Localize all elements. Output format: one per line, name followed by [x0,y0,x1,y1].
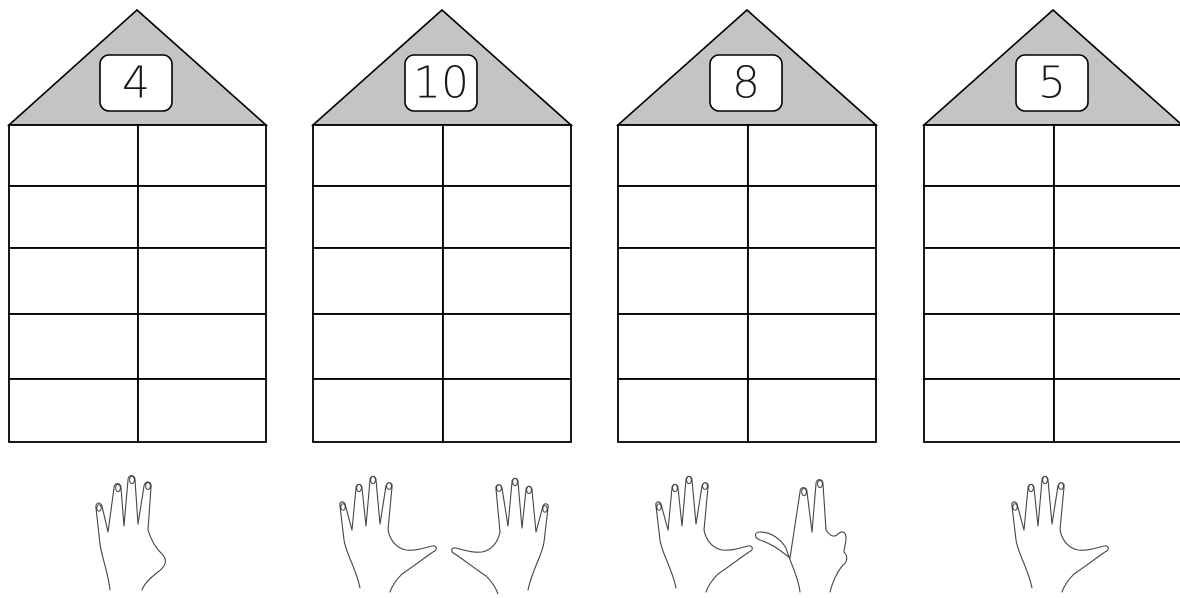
answer-cell[interactable] [748,248,876,314]
right-hand-icon [452,478,548,594]
answer-cell[interactable] [9,125,138,186]
answer-cell[interactable] [924,379,1054,442]
answer-cell[interactable] [313,248,443,314]
hands-5-fingers [1012,476,1108,592]
answer-cell[interactable] [138,379,266,442]
answer-cell[interactable] [1054,186,1180,248]
left-hand-icon [1012,476,1108,592]
hands-10-fingers [340,476,548,594]
answer-cell[interactable] [313,125,443,186]
house-grid [313,125,571,442]
answer-cell[interactable] [1054,314,1180,379]
hands-4-fingers [96,476,166,591]
answer-cell[interactable] [443,248,571,314]
answer-cell[interactable] [748,314,876,379]
answer-cell[interactable] [748,186,876,248]
number-house-8: 8 [618,10,876,592]
answer-cell[interactable] [618,314,748,379]
answer-cell[interactable] [618,248,748,314]
number-house-5: 5 [924,10,1180,592]
house-grid [9,125,266,442]
answer-cell[interactable] [748,379,876,442]
answer-cell[interactable] [9,314,138,379]
answer-cell[interactable] [924,125,1054,186]
answer-cell[interactable] [313,379,443,442]
house-number: 10 [413,58,469,109]
answer-cell[interactable] [138,314,266,379]
answer-cell[interactable] [924,314,1054,379]
house-number: 8 [732,58,760,109]
answer-cell[interactable] [618,379,748,442]
left-hand-icon [340,476,436,592]
house-grid [618,125,876,442]
answer-cell[interactable] [138,186,266,248]
house-grid [924,125,1180,442]
answer-cell[interactable] [313,186,443,248]
house-number: 5 [1038,58,1066,109]
answer-cell[interactable] [443,125,571,186]
number-house-4: 4 [9,10,266,590]
answer-cell[interactable] [1054,379,1180,442]
answer-cell[interactable] [1054,248,1180,314]
answer-cell[interactable] [138,248,266,314]
answer-cell[interactable] [618,186,748,248]
left-hand-icon [656,476,752,592]
answer-cell[interactable] [443,314,571,379]
answer-cell[interactable] [443,186,571,248]
answer-cell[interactable] [618,125,748,186]
house-number: 4 [122,58,150,109]
answer-cell[interactable] [313,314,443,379]
hands-8-fingers [656,476,847,592]
right-hand-icon [96,476,166,591]
answer-cell[interactable] [138,125,266,186]
answer-cell[interactable] [9,379,138,442]
answer-cell[interactable] [924,248,1054,314]
number-house-10: 10 [313,10,571,594]
right-hand-icon [756,480,847,593]
answer-cell[interactable] [9,248,138,314]
answer-cell[interactable] [443,379,571,442]
answer-cell[interactable] [1054,125,1180,186]
answer-cell[interactable] [748,125,876,186]
answer-cell[interactable] [924,186,1054,248]
answer-cell[interactable] [9,186,138,248]
